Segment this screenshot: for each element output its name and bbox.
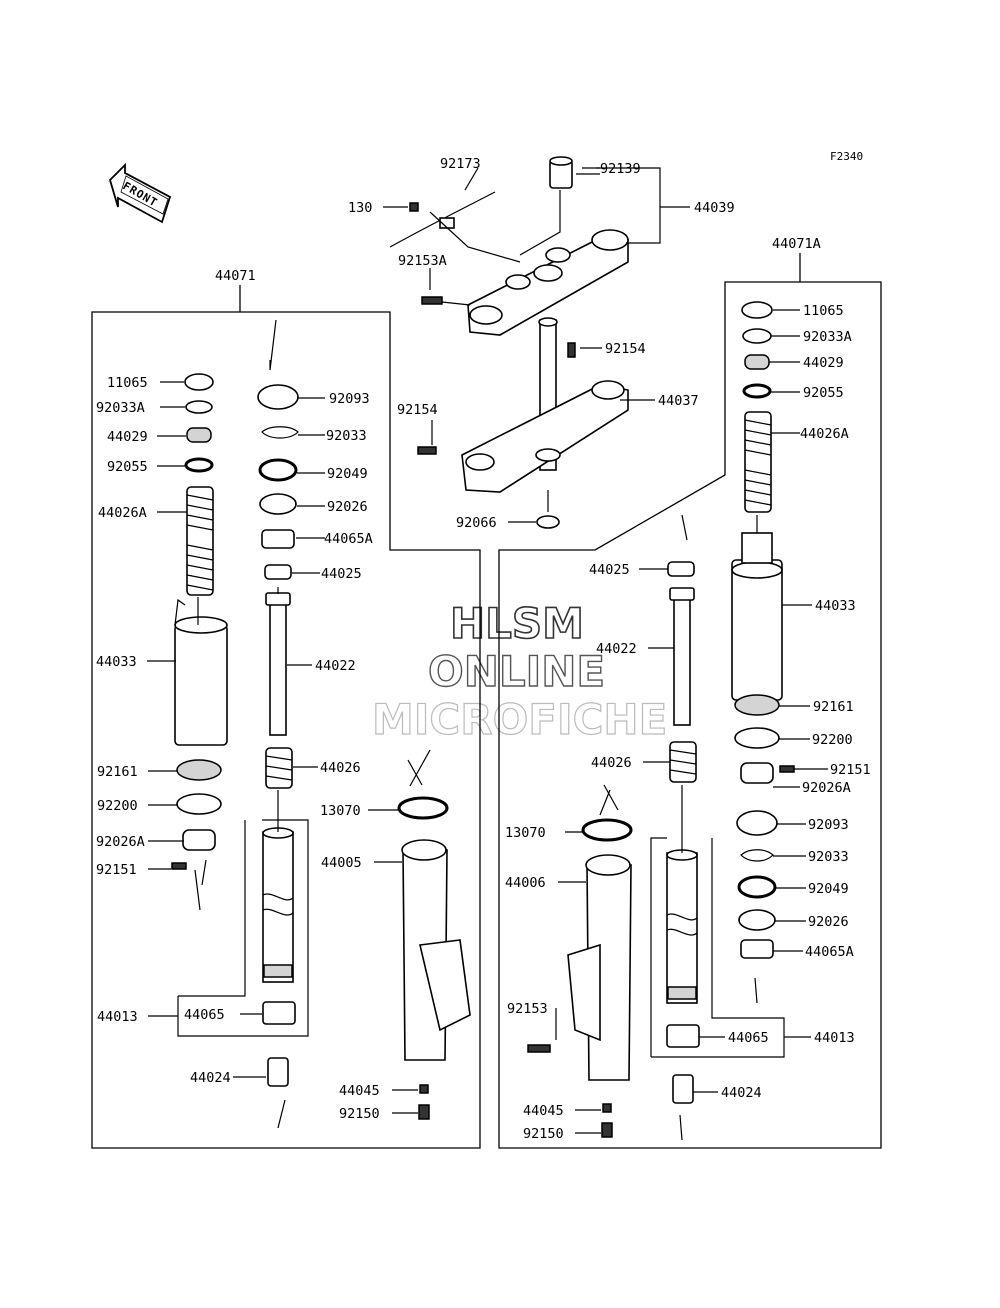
label-right-k: 92093 bbox=[808, 817, 849, 833]
label-left-b: 92033A bbox=[96, 400, 145, 416]
figure-code: F2340 bbox=[830, 150, 863, 163]
label-left-t: 44022 bbox=[315, 658, 356, 674]
label-left-m: 44024 bbox=[190, 1070, 231, 1086]
label-left-j: 92151 bbox=[96, 862, 137, 878]
outer-tube-44006 bbox=[567, 854, 632, 1081]
assembly-left-label: 44071 bbox=[215, 268, 256, 284]
label-right-m: 92049 bbox=[808, 881, 849, 897]
cover-44033-left bbox=[174, 598, 228, 746]
label-right-n: 92026 bbox=[808, 914, 849, 930]
label-top-h: 92154 bbox=[397, 402, 438, 418]
assembly-right-frame bbox=[498, 253, 882, 1149]
label-left-c: 44029 bbox=[107, 429, 148, 445]
spring-44026-left bbox=[265, 747, 293, 789]
upper-bracket-44039 bbox=[467, 229, 629, 336]
watermark-line3: MICROFICHE bbox=[372, 695, 667, 744]
label-right-j: 92026A bbox=[802, 780, 851, 796]
bolt-130 bbox=[409, 202, 419, 212]
label-right-b: 92033A bbox=[803, 329, 852, 345]
label-right-u: 44026 bbox=[591, 755, 632, 771]
label-left-u: 44026 bbox=[320, 760, 361, 776]
cartridge-44013-left bbox=[262, 827, 294, 983]
label-right-p: 44013 bbox=[814, 1030, 855, 1046]
label-top-f: 92154 bbox=[605, 341, 646, 357]
label-right-t: 44022 bbox=[596, 641, 637, 657]
label-left-i: 92026A bbox=[96, 834, 145, 850]
label-left-h: 92200 bbox=[97, 798, 138, 814]
assembly-left-frame bbox=[91, 285, 481, 1149]
label-top-a: 92173 bbox=[440, 156, 481, 172]
label-left-x: 44045 bbox=[339, 1083, 380, 1099]
bolt-92154-a bbox=[567, 342, 576, 358]
bolt-92154-b bbox=[417, 446, 437, 455]
cover-44033-right bbox=[731, 532, 783, 701]
label-left-p: 92049 bbox=[327, 466, 368, 482]
label-left-s: 44025 bbox=[321, 566, 362, 582]
label-right-o: 44065A bbox=[805, 944, 854, 960]
label-left-f: 44033 bbox=[96, 654, 137, 670]
bushing-92139 bbox=[549, 156, 573, 189]
label-right-x: 92153 bbox=[507, 1001, 548, 1017]
watermark-line1: HLSM bbox=[450, 599, 584, 648]
label-top-i: 92066 bbox=[456, 515, 497, 531]
label-right-q: 44065 bbox=[728, 1030, 769, 1046]
label-left-n: 92093 bbox=[329, 391, 370, 407]
label-right-s: 44025 bbox=[589, 562, 630, 578]
watermark-line2: ONLINE bbox=[428, 647, 605, 696]
bolt-92153A bbox=[421, 296, 443, 305]
spring-44026A-right bbox=[744, 411, 772, 513]
label-left-e: 44026A bbox=[98, 505, 147, 521]
label-left-w: 44005 bbox=[321, 855, 362, 871]
nut-92066 bbox=[536, 515, 560, 529]
label-right-w: 44006 bbox=[505, 875, 546, 891]
label-right-v: 13070 bbox=[505, 825, 546, 841]
label-right-a: 11065 bbox=[803, 303, 844, 319]
assembly-right-label: 44071A bbox=[772, 236, 821, 252]
label-left-r: 44065A bbox=[324, 531, 373, 547]
fork-tube-44022-right bbox=[669, 587, 695, 726]
outer-tube-44005 bbox=[401, 839, 471, 1061]
label-left-g: 92161 bbox=[97, 764, 138, 780]
label-left-a: 11065 bbox=[107, 375, 148, 391]
label-left-v: 13070 bbox=[320, 803, 361, 819]
label-right-c: 44029 bbox=[803, 355, 844, 371]
label-right-e: 44026A bbox=[800, 426, 849, 442]
spring-44026-right bbox=[669, 741, 697, 783]
fork-tube-44022-left bbox=[265, 592, 291, 736]
label-top-e: 92153A bbox=[398, 253, 447, 269]
label-top-g: 44037 bbox=[658, 393, 699, 409]
cartridge-44013-right bbox=[666, 849, 698, 1004]
label-left-y: 92150 bbox=[339, 1106, 380, 1122]
label-left-l: 44065 bbox=[184, 1007, 225, 1023]
label-right-h: 92200 bbox=[812, 732, 853, 748]
label-right-f: 44033 bbox=[815, 598, 856, 614]
label-right-z: 92150 bbox=[523, 1126, 564, 1142]
label-top-d: 44039 bbox=[694, 200, 735, 216]
label-left-q: 92026 bbox=[327, 499, 368, 515]
label-right-i: 92151 bbox=[830, 762, 871, 778]
label-left-d: 92055 bbox=[107, 459, 148, 475]
watermark: HLSM ONLINE MICROFICHE bbox=[371, 598, 667, 744]
label-right-d: 92055 bbox=[803, 385, 844, 401]
label-top-c: 130 bbox=[348, 200, 372, 216]
stem-44037 bbox=[461, 317, 629, 493]
label-left-k: 44013 bbox=[97, 1009, 138, 1025]
label-left-o: 92033 bbox=[326, 428, 367, 444]
clamp-92173 bbox=[389, 191, 496, 248]
label-right-r: 44024 bbox=[721, 1085, 762, 1101]
label-top-b: 92139 bbox=[600, 161, 641, 177]
front-arrow-icon: FRONT bbox=[108, 162, 172, 224]
label-right-g: 92161 bbox=[813, 699, 854, 715]
label-right-l: 92033 bbox=[808, 849, 849, 865]
spring-44026A-left bbox=[186, 486, 214, 596]
label-right-y: 44045 bbox=[523, 1103, 564, 1119]
